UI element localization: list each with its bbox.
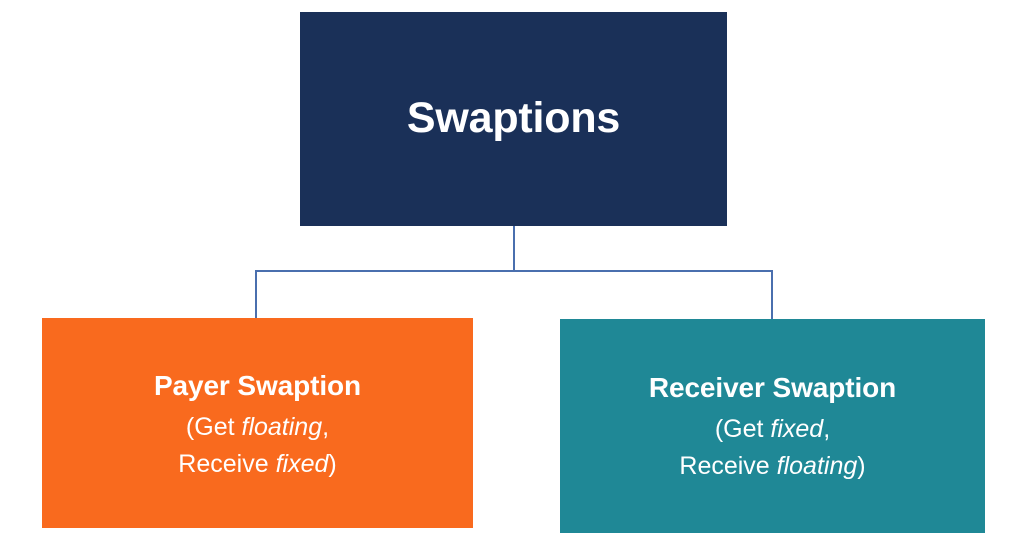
node-receiver-subtitle-line-1: (Get fixed, [714, 415, 831, 444]
node-root-title: Swaptions [406, 94, 621, 143]
connector-horizontal-bar [255, 270, 773, 272]
connector-root-stem [513, 226, 515, 272]
node-payer-subtitle-line-1: (Get floating, [185, 413, 330, 442]
node-receiver-swaption[interactable]: Receiver Swaption (Get fixed, Receive fl… [560, 319, 985, 533]
node-receiver-title: Receiver Swaption [648, 371, 897, 403]
connector-drop-payer [255, 270, 257, 319]
node-receiver-subtitle-line-2: Receive floating) [679, 451, 866, 480]
node-payer-subtitle-line-2: Receive fixed) [178, 449, 337, 478]
node-swaptions-root[interactable]: Swaptions [300, 12, 727, 226]
connector-drop-receiver [771, 270, 773, 320]
node-payer-title: Payer Swaption [153, 369, 362, 401]
node-payer-swaption[interactable]: Payer Swaption (Get floating, Receive fi… [42, 318, 473, 528]
